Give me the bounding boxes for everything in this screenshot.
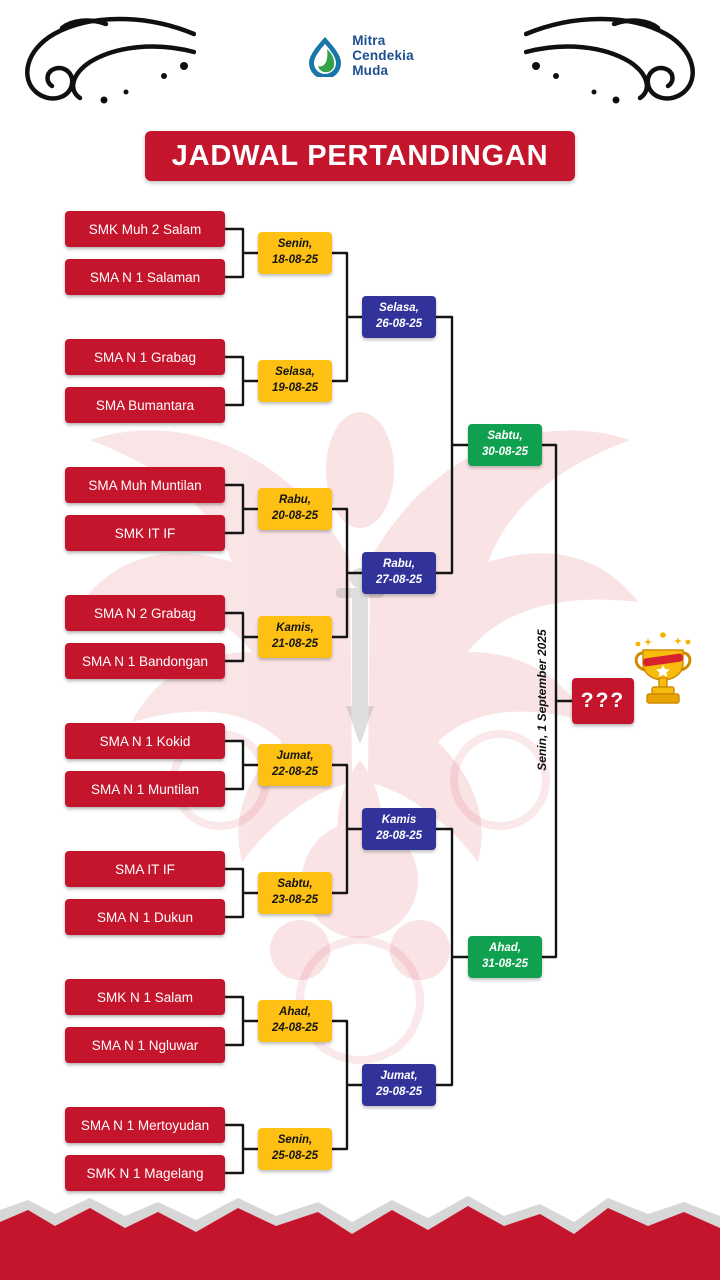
match-date: 22-08-25 (271, 766, 319, 778)
logo-text: Mitra Cendekia Muda (352, 33, 414, 79)
round1-match-box: Sabtu, 23-08-25 (258, 872, 332, 914)
team-box: SMA N 1 Bandongan (65, 643, 225, 679)
team-box: SMA Bumantara (65, 387, 225, 423)
logo: Mitra Cendekia Muda (0, 33, 720, 79)
round1-match-box: Senin, 18-08-25 (258, 232, 332, 274)
page-title: JADWAL PERTANDINGAN (145, 131, 575, 181)
match-day: Selasa, (379, 302, 419, 315)
match-day: Ahad, (279, 1006, 311, 1019)
round1-match-box: Rabu, 20-08-25 (258, 488, 332, 530)
trophy-icon (634, 632, 692, 704)
team-box: SMK N 1 Magelang (65, 1155, 225, 1191)
match-day: Sabtu, (277, 878, 313, 891)
round2-match-box: Jumat, 29-08-25 (362, 1064, 436, 1106)
round1-match-box: Ahad, 24-08-25 (258, 1000, 332, 1042)
team-box: SMA N 1 Dukun (65, 899, 225, 935)
round1-match-box: Senin, 25-08-25 (258, 1128, 332, 1170)
match-date: 21-08-25 (271, 638, 319, 650)
team-box: SMA N 1 Grabag (65, 339, 225, 375)
corner-flourish-right-icon (524, 16, 695, 104)
logo-drop-icon (309, 37, 342, 78)
corner-flourish-left-icon (25, 16, 196, 104)
team-box: SMK Muh 2 Salam (65, 211, 225, 247)
round2-match-box: Selasa, 26-08-25 (362, 296, 436, 338)
team-box: SMA N 1 Salaman (65, 259, 225, 295)
match-day: Sabtu, (487, 430, 523, 443)
logo-line-1: Mitra (352, 33, 386, 48)
match-date: 29-08-25 (375, 1086, 423, 1098)
match-date: 25-08-25 (271, 1150, 319, 1162)
match-date: 30-08-25 (481, 446, 529, 458)
match-day: Kamis (381, 814, 417, 827)
logo-line-3: Muda (352, 62, 389, 78)
match-day: Rabu, (383, 558, 415, 571)
match-date: 31-08-25 (481, 958, 529, 970)
team-box: SMA Muh Muntilan (65, 467, 225, 503)
match-day: Selasa, (275, 366, 315, 379)
logo-line-2: Cendekia (352, 47, 414, 63)
champion-placeholder-box: ??? (572, 678, 634, 724)
round2-match-box: Kamis 28-08-25 (362, 808, 436, 850)
team-box: SMA N 1 Mertoyudan (65, 1107, 225, 1143)
match-day: Jumat, (276, 750, 314, 763)
match-date: 27-08-25 (375, 574, 423, 586)
match-day: Senin, (277, 238, 313, 251)
team-box: SMA N 1 Ngluwar (65, 1027, 225, 1063)
round1-match-box: Jumat, 22-08-25 (258, 744, 332, 786)
match-date: 18-08-25 (271, 254, 319, 266)
match-date: 19-08-25 (271, 382, 319, 394)
match-date: 20-08-25 (271, 510, 319, 522)
torn-edge-decoration (0, 1196, 720, 1280)
round1-match-box: Selasa, 19-08-25 (258, 360, 332, 402)
match-day: Rabu, (279, 494, 311, 507)
sword-watermark (336, 568, 384, 744)
team-box: SMA IT IF (65, 851, 225, 887)
final-date-label: Senin, 1 September 2025 (535, 629, 549, 771)
match-date: 23-08-25 (271, 894, 319, 906)
match-date: 28-08-25 (375, 830, 423, 842)
round1-match-box: Kamis, 21-08-25 (258, 616, 332, 658)
semifinal-match-box: Sabtu, 30-08-25 (468, 424, 542, 466)
semifinal-match-box: Ahad, 31-08-25 (468, 936, 542, 978)
match-day: Ahad, (489, 942, 521, 955)
match-day: Jumat, (380, 1070, 418, 1083)
match-day: Kamis, (276, 622, 314, 635)
team-box: SMA N 2 Grabag (65, 595, 225, 631)
team-box: SMA N 1 Kokid (65, 723, 225, 759)
team-box: SMA N 1 Muntilan (65, 771, 225, 807)
team-box: SMK N 1 Salam (65, 979, 225, 1015)
round2-match-box: Rabu, 27-08-25 (362, 552, 436, 594)
match-date: 24-08-25 (271, 1022, 319, 1034)
match-day: Senin, (277, 1134, 313, 1147)
match-date: 26-08-25 (375, 318, 423, 330)
team-box: SMK IT IF (65, 515, 225, 551)
